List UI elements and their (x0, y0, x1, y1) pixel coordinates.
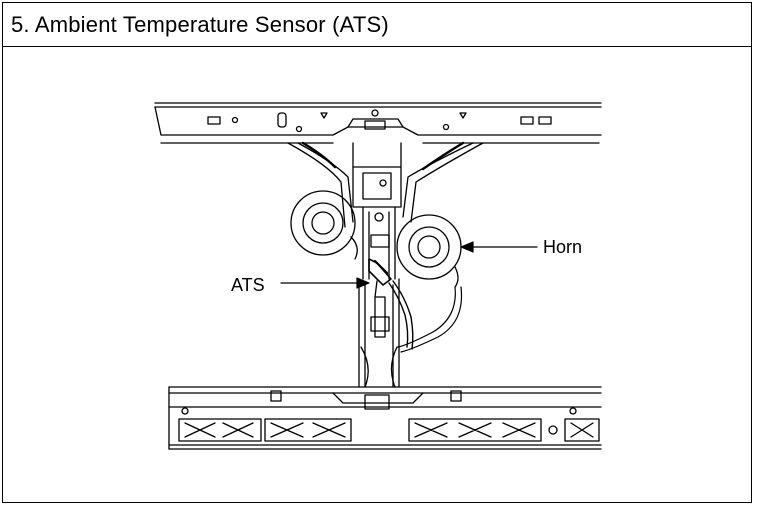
horn-leader-arrow (460, 241, 474, 253)
center-support (352, 142, 402, 388)
page-title: 5. Ambient Temperature Sensor (ATS) (11, 12, 389, 37)
upper-crossmember (154, 102, 602, 144)
right-horn (396, 214, 463, 353)
figure-area: ATS Horn (3, 47, 753, 503)
ats-sensor (368, 258, 414, 350)
leader-lines (280, 241, 538, 289)
radiator-support-drawing (154, 102, 602, 450)
title-bar: 5. Ambient Temperature Sensor (ATS) (3, 3, 751, 47)
horn-callout-label: Horn (543, 237, 583, 257)
left-horn (290, 190, 358, 260)
diagram-frame: 5. Ambient Temperature Sensor (ATS) (2, 2, 752, 503)
side-braces (287, 141, 484, 228)
ats-leader-arrow (356, 277, 370, 289)
ats-callout-label: ATS (231, 275, 265, 295)
lower-crossmember (168, 386, 602, 450)
